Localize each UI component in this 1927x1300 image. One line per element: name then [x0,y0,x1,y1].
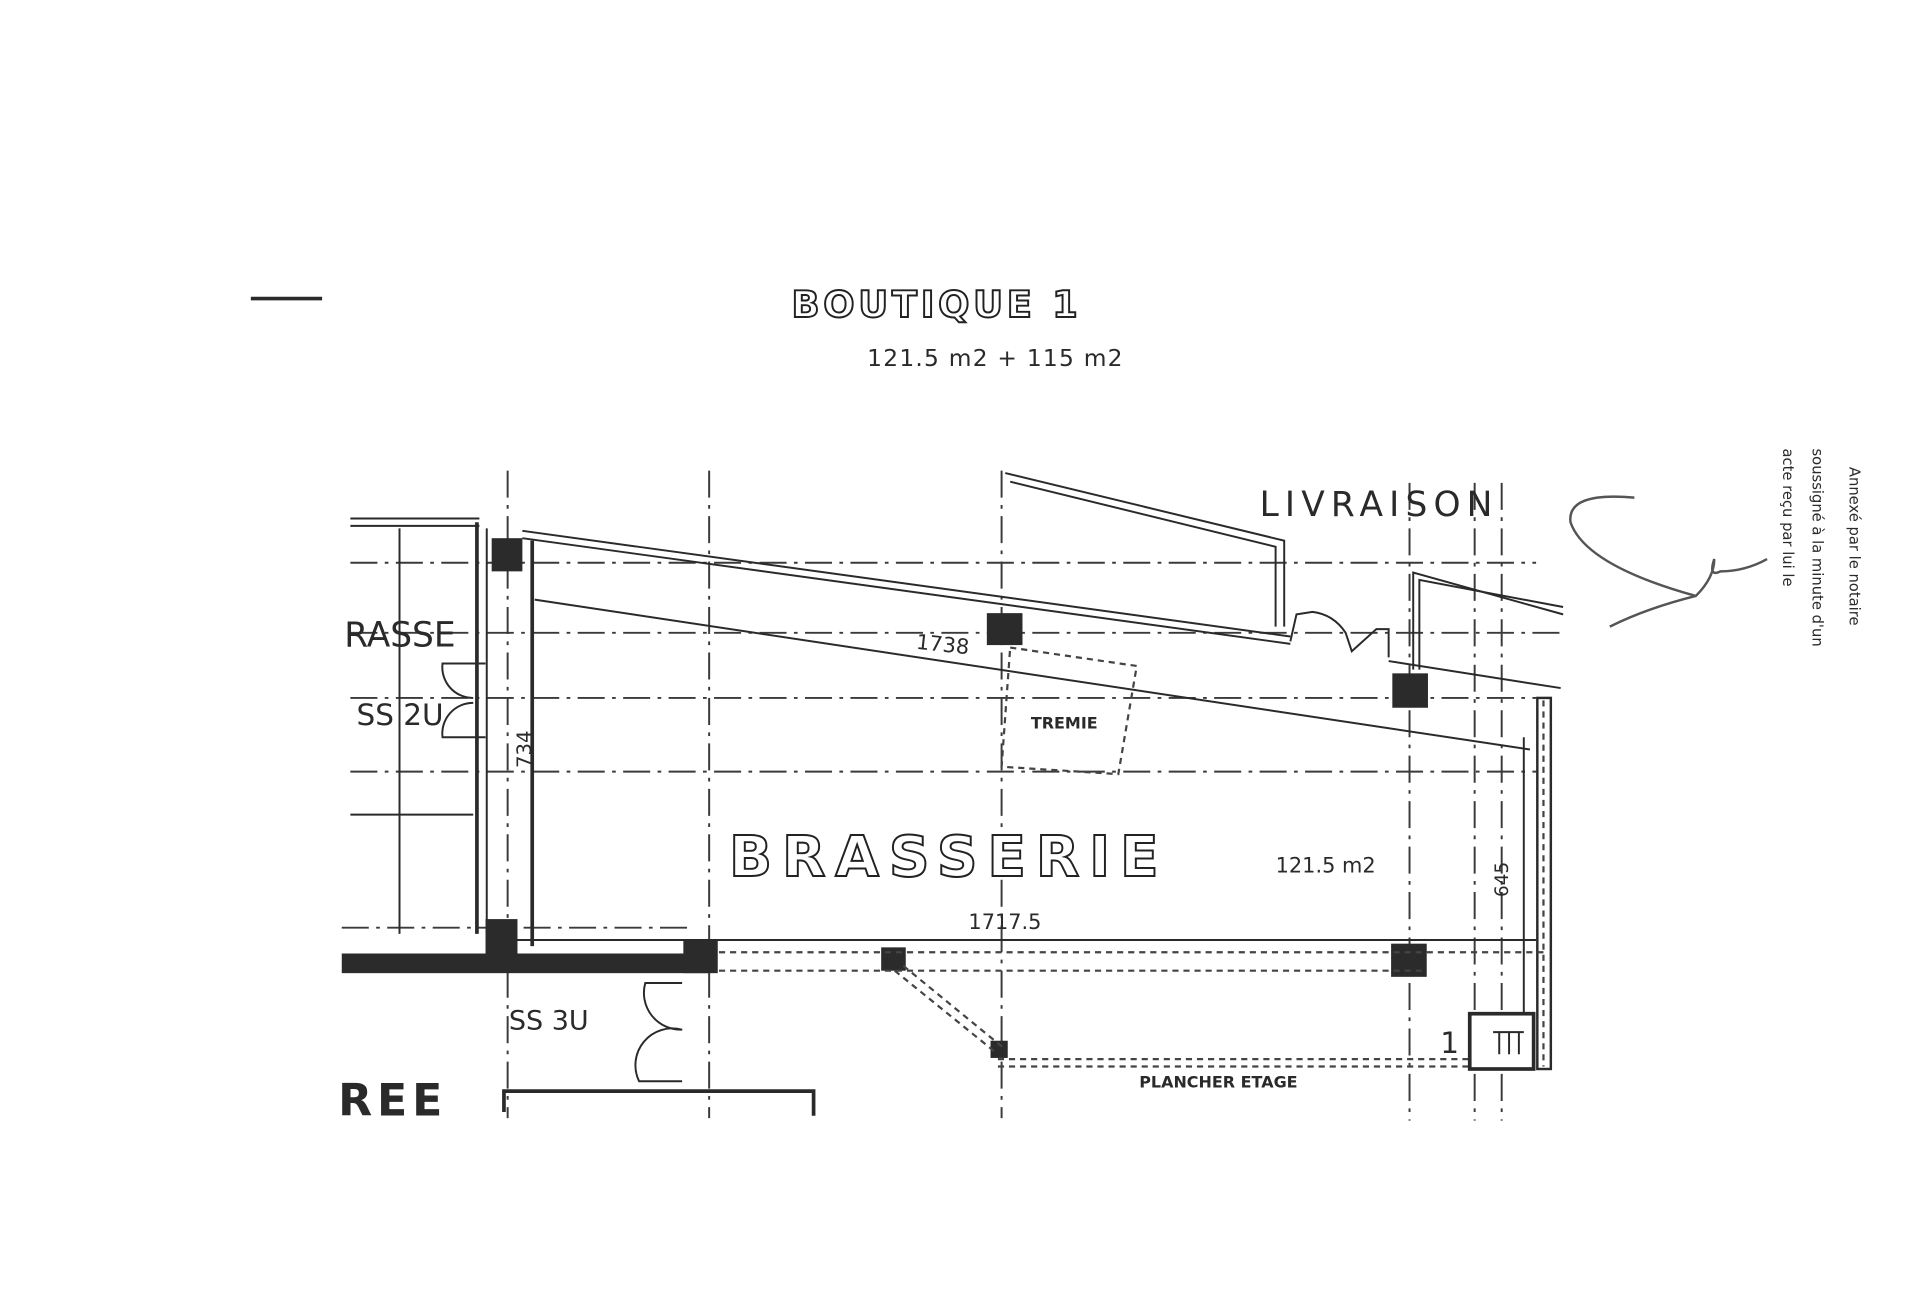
grid-lines [341,470,1561,1121]
left-dimension: 734 [513,730,536,768]
column [881,947,906,971]
column [1391,943,1427,977]
terrace-walls [350,517,535,947]
ss3-label: SS 3U [509,1006,589,1037]
tremie-label: TREMIE [1031,714,1098,733]
column [990,1040,1008,1058]
stair [1467,1011,1536,1071]
column [986,613,1023,646]
column [1392,673,1428,708]
floor-note: PLANCHER ETAGE [1139,1072,1297,1091]
room-area: 121.5 m2 [1276,853,1376,877]
plan-subtitle: 121.5 m2 + 115 m2 [867,344,1124,372]
column [491,538,523,572]
top-dimension: 1738 [915,630,970,659]
right-dimension: 645 [1492,862,1513,897]
bottom-structure [502,1089,816,1116]
room-label: BRASSERIE [729,825,1168,890]
ss2-label: SS 2U [357,698,444,732]
terrace-label: RASSE [344,615,455,655]
bottom-dimension: 1717.5 [968,910,1041,934]
column [683,939,718,974]
tremie-outline [1000,646,1139,776]
delivery-label: LIVRAISON [1260,485,1499,525]
thick-wall [341,953,711,974]
notary-signature: Annexé par le notaire soussigné à la min… [1569,448,1862,647]
stamp-line-2: soussigné à la minute d'un [1809,448,1826,646]
entry-label: REE [338,1076,447,1127]
stair-number: 1 [1440,1026,1459,1060]
sloped-walls [522,472,1564,751]
plan-title: BOUTIQUE 1 [791,283,1081,326]
stamp-line-1: Annexé par le notaire [1845,467,1862,626]
column [485,919,518,956]
stamp-line-3: acte reçu par lui le [1779,448,1796,586]
